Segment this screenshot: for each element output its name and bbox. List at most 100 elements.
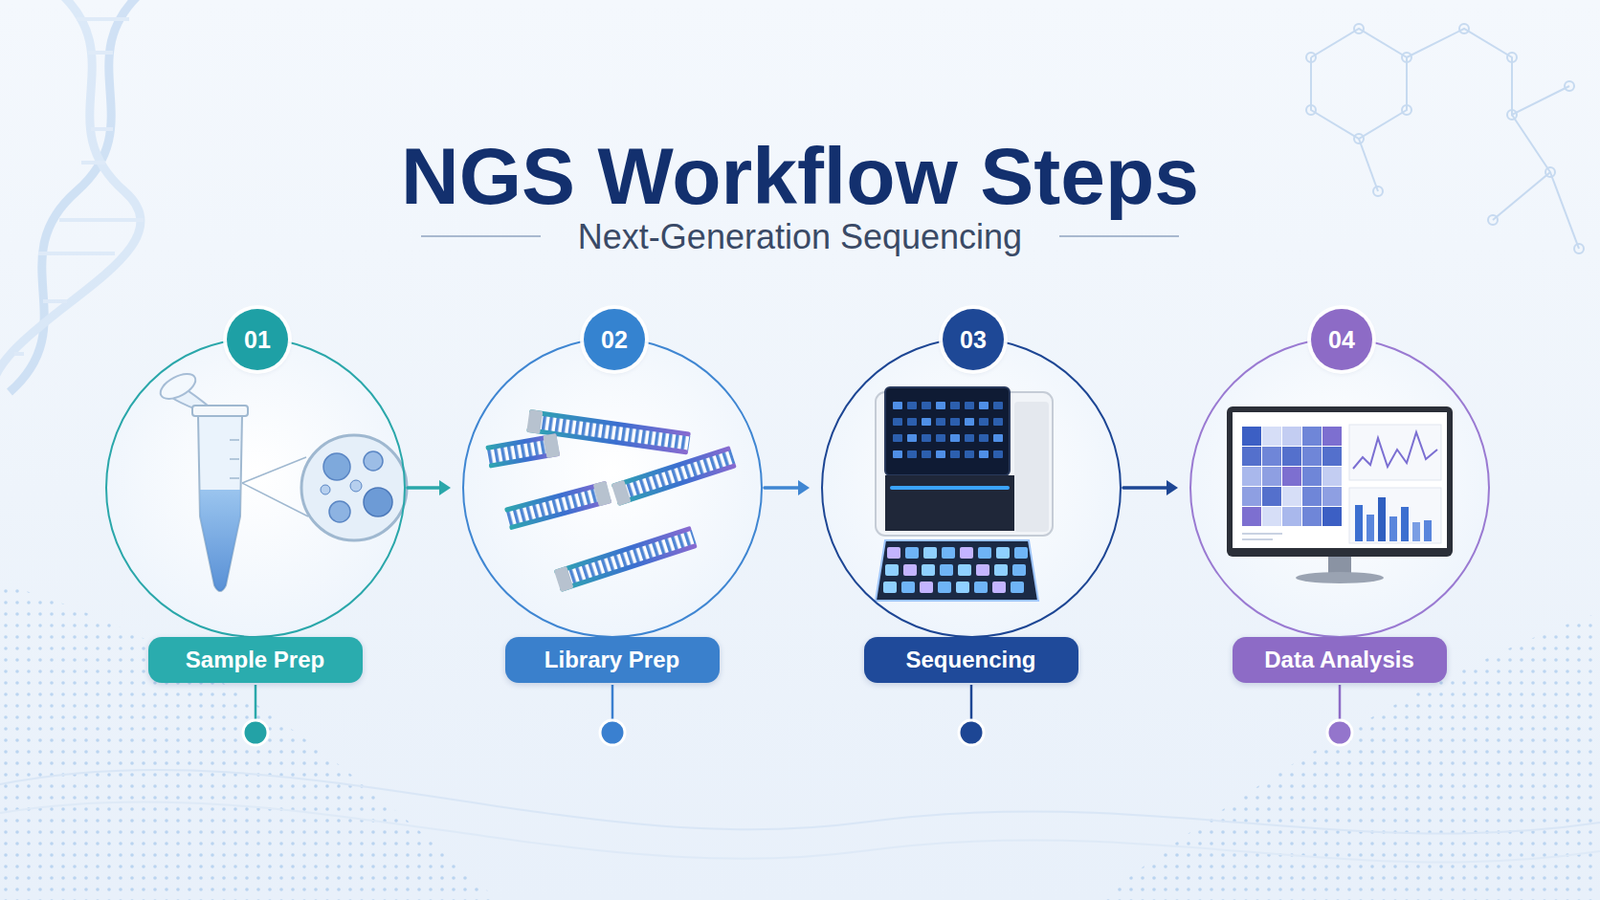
dna-helix	[59, 218, 144, 223]
screen-cell	[907, 434, 917, 443]
arrow-line	[1123, 486, 1169, 490]
molecule-network	[1306, 105, 1316, 115]
step-number-badge: 02	[583, 309, 645, 371]
heatmap-cell	[1242, 507, 1262, 527]
dna-fragment-icon	[617, 463, 737, 507]
heatmap-cell	[1322, 487, 1342, 507]
screen-cell	[950, 418, 960, 426]
step-circle-fill	[1191, 339, 1489, 637]
screen-cell	[993, 434, 1003, 443]
timeline	[254, 685, 258, 721]
step-circle: 03Sequencing	[821, 337, 1122, 639]
flow-cell-well	[903, 564, 917, 577]
dna-helix	[0, 0, 141, 402]
timeline	[970, 685, 974, 721]
flow-cell-well	[1010, 581, 1024, 594]
dna-helix	[88, 50, 113, 55]
screen-cell	[978, 401, 989, 410]
subtitle-rule	[1059, 235, 1179, 238]
arrow-head	[439, 480, 451, 496]
flow-cell-well	[923, 547, 937, 559]
heatmap-cell	[1262, 507, 1282, 527]
flow-cell-well	[883, 581, 897, 594]
sample-tube-icon	[242, 457, 307, 484]
arrow-head	[798, 480, 810, 496]
screen-cell	[907, 401, 917, 410]
screen-cell	[935, 434, 946, 443]
flow-cell-well	[994, 564, 1008, 577]
dna-helix	[38, 251, 115, 256]
screen-cell	[964, 434, 975, 443]
flow-cell-well	[976, 564, 990, 577]
screen-cell	[935, 401, 946, 410]
molecule-network	[1492, 114, 1551, 221]
flow-cell-well	[1012, 564, 1026, 577]
step-circle-fill	[107, 339, 1489, 637]
screen-cell	[993, 450, 1003, 459]
sequencer-icon	[889, 486, 1010, 490]
molecule-network	[1564, 81, 1575, 91]
sequencer-icon	[875, 540, 1039, 601]
sample-tube-icon	[229, 439, 240, 442]
heatmap-cell	[1322, 446, 1342, 467]
subtitle-holder: Next-Generation Sequencing	[0, 220, 1600, 255]
monitor-icon	[1377, 497, 1386, 542]
heatmap-cell	[1242, 446, 1262, 467]
heatmap-cell	[1322, 426, 1342, 446]
dna-fragment-icon	[611, 445, 732, 489]
screen-cell	[892, 434, 903, 443]
screen-cell	[993, 401, 1003, 410]
molecule-network	[1401, 52, 1412, 63]
screen-grid	[892, 401, 1003, 459]
monitor-icon	[1355, 505, 1363, 542]
dna-fragment-icon	[485, 433, 560, 469]
sample-tube-icon	[156, 369, 200, 404]
timeline	[124, 732, 1488, 735]
molecule-network	[1401, 105, 1412, 115]
dna-helix	[90, 127, 113, 132]
sample-tube-icon	[200, 489, 241, 592]
dna-fragment-icon	[554, 526, 698, 593]
flow-arrow	[764, 480, 810, 496]
sample-tube-icon	[363, 451, 383, 471]
monitor-icon	[1226, 406, 1453, 557]
screen-cell	[892, 418, 903, 426]
monitor-icon	[1232, 412, 1447, 549]
screen-cell	[964, 450, 975, 459]
flow-cell-well	[937, 581, 952, 594]
sequencer-icon	[1014, 401, 1049, 533]
dna-fragment-icon	[526, 409, 543, 435]
flow-cell-well	[887, 547, 901, 559]
molecule-network	[1373, 186, 1383, 197]
sequencer-icon	[875, 387, 1053, 601]
flow-cell-well	[959, 547, 974, 559]
molecule-network	[1574, 244, 1584, 254]
molecule-network	[1311, 28, 1407, 139]
timeline	[124, 685, 1488, 746]
step-label: Library Prep	[544, 648, 680, 672]
monitor-icon	[1242, 533, 1283, 535]
step-label-pill: Data Analysis	[1232, 637, 1447, 684]
step-number: 04	[1328, 328, 1356, 353]
molecule-network	[1406, 28, 1570, 115]
heatmap-cell	[1242, 487, 1262, 507]
title-holder: NGS Workflow Steps	[0, 135, 1600, 217]
monitor-icon	[1295, 572, 1384, 584]
flow-cell-well	[905, 547, 919, 559]
flow-cell-well	[955, 581, 970, 594]
dna-fragment-icon	[612, 449, 736, 503]
sample-tube-icon	[329, 501, 351, 523]
sample-tube-icon	[363, 488, 393, 517]
monitor-icon	[1400, 507, 1409, 542]
screen-cell	[978, 418, 989, 426]
heatmap-cell	[1262, 446, 1282, 467]
dna-fragment-icon	[611, 445, 737, 507]
dotted-wave	[0, 801, 1600, 863]
step-label: Sample Prep	[185, 648, 325, 672]
timeline	[1327, 720, 1353, 746]
monitor-icon	[1226, 406, 1453, 584]
flow-cell-well	[921, 564, 935, 577]
dna-fragment-icon	[555, 530, 697, 590]
heatmap-cell	[1302, 507, 1322, 527]
molecule-network	[1507, 52, 1517, 63]
